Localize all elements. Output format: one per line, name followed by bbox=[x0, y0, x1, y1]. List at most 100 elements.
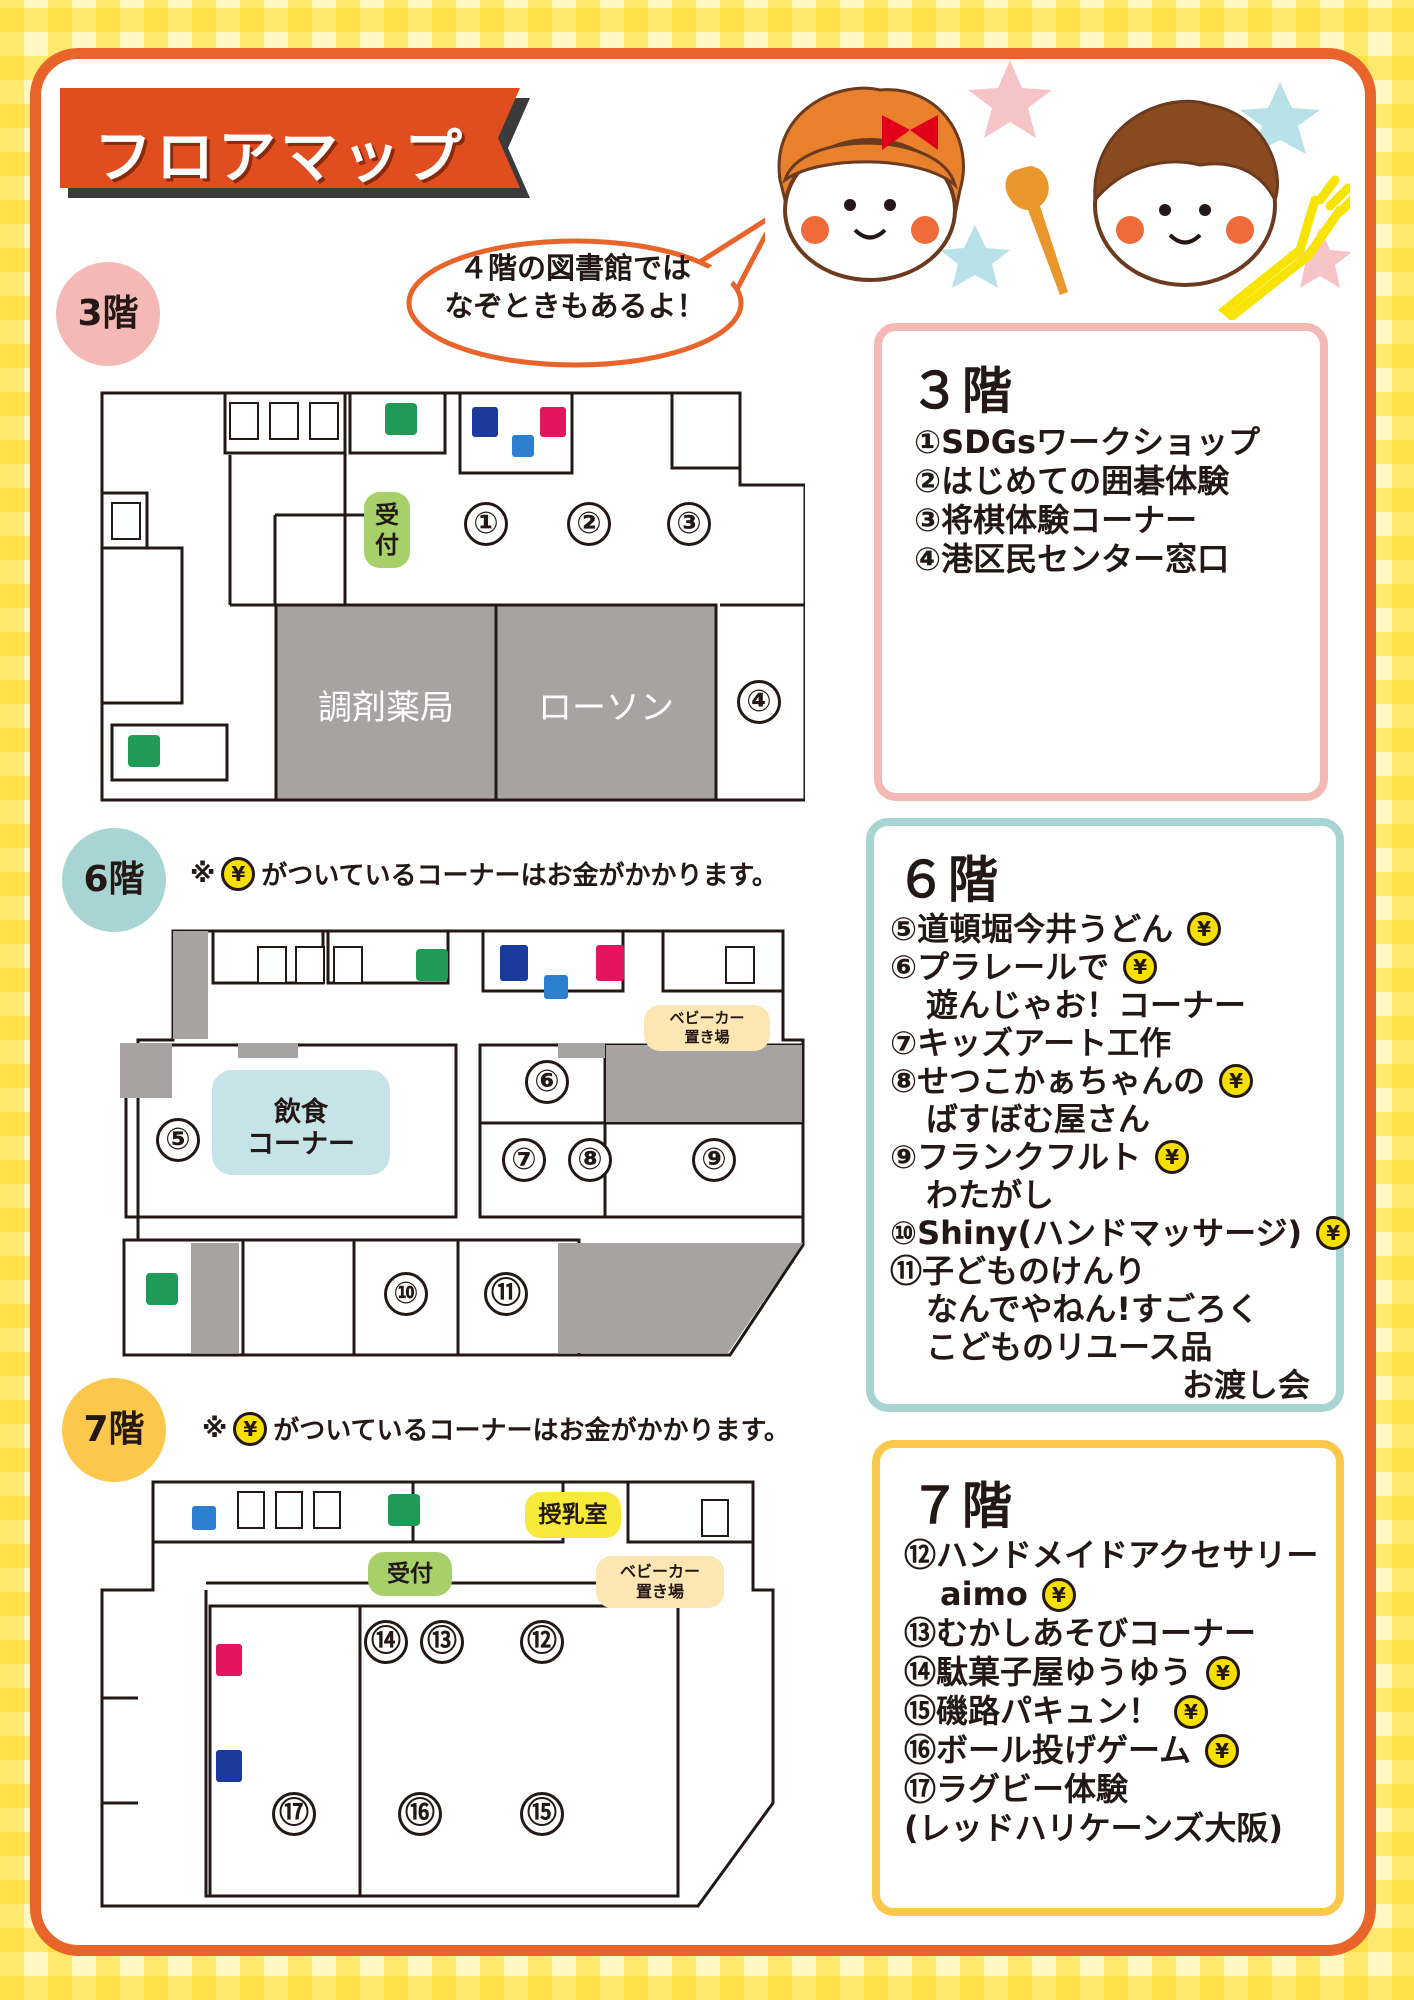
floor-6-badge: 6階 bbox=[62, 828, 166, 932]
pharmacy-label: 調剤薬局 bbox=[318, 688, 454, 728]
elevator-icon bbox=[111, 402, 339, 540]
food-corner-line-2: コーナー bbox=[247, 1129, 355, 1160]
floor-6-note: ※ ¥ がついているコーナーはお金がかかります。 bbox=[190, 855, 778, 892]
blue-star-icon-small bbox=[940, 225, 1010, 288]
list-item-text: ⑰ラグビー体験 bbox=[904, 1770, 1129, 1808]
marker-13: ⑬ bbox=[420, 1620, 464, 1664]
mens-restroom-icon bbox=[216, 1750, 242, 1782]
list-item-text: ⑪子どものけんり bbox=[890, 1252, 1147, 1290]
yen-coin-icon: ¥ bbox=[1316, 1216, 1351, 1250]
floor-7-note: ※ ¥ がついているコーナーはお金がかかります。 bbox=[202, 1410, 790, 1447]
pink-star-icon-small bbox=[1288, 228, 1350, 288]
list-item: ⑰ラグビー体験 bbox=[904, 1770, 1334, 1809]
floor-3-list: ①SDGsワークショップ ②はじめての囲碁体験 ③将棋体験コーナー ④港区民セン… bbox=[914, 423, 1260, 579]
accessible-icon bbox=[192, 1506, 216, 1530]
stairs-icon bbox=[416, 949, 448, 981]
bubble-line-2: なぞときもあるよ！ bbox=[444, 289, 706, 323]
list-item: ⑭駄菓子屋ゆうゆう¥ bbox=[904, 1653, 1334, 1692]
list-item: ⑩Shiny(ハンドマッサージ) ¥ bbox=[890, 1214, 1351, 1252]
list-item: ⑫ハンドメイドアクセサリー bbox=[904, 1536, 1334, 1575]
list-item: ②はじめての囲碁体験 bbox=[914, 462, 1230, 500]
floor-3-panel: ３階 ①SDGsワークショップ ②はじめての囲碁体験 ③将棋体験コーナー ④港区… bbox=[874, 323, 1328, 801]
lawson-block bbox=[494, 603, 718, 802]
list-item-text: ⑯ボール投げゲーム bbox=[904, 1731, 1192, 1769]
marker-14: ⑭ bbox=[364, 1620, 408, 1664]
stairs-icon-lower bbox=[146, 1273, 178, 1305]
list-item: aimo ¥ bbox=[904, 1575, 1334, 1614]
list-item: ⑨フランクフルト¥ bbox=[890, 1138, 1330, 1176]
lawson-label: ローソン bbox=[538, 688, 674, 728]
list-item-text: お渡し会 bbox=[1181, 1366, 1310, 1404]
marker-7: ⑦ bbox=[502, 1138, 546, 1182]
list-item-text: ⑫ハンドメイドアクセサリー bbox=[904, 1536, 1319, 1574]
list-item-text: aimo bbox=[940, 1575, 1028, 1613]
list-item-text: ばすぼむ屋さん bbox=[926, 1100, 1151, 1138]
yen-coin-icon: ¥ bbox=[221, 856, 256, 891]
marker-2: ② bbox=[567, 502, 611, 546]
note-text: がついているコーナーはお金がかかります。 bbox=[261, 861, 778, 891]
floor-7-badge: 7階 bbox=[62, 1378, 166, 1482]
stairs-icon-lower bbox=[128, 735, 160, 767]
list-item-text: ⑭駄菓子屋ゆうゆう bbox=[904, 1653, 1193, 1691]
bubble-text: ４階の図書館では なぞときもあるよ！ bbox=[405, 249, 745, 325]
list-item: ⑤道頓堀今井うどん¥ bbox=[890, 910, 1330, 948]
list-item-text: ⑥プラレールで bbox=[890, 948, 1110, 986]
page-title: フロアマップ bbox=[94, 123, 467, 191]
stroller-line-1: ベビーカー bbox=[669, 1009, 745, 1027]
note-prefix: ※ bbox=[202, 1413, 228, 1444]
marker-6: ⑥ bbox=[525, 1060, 569, 1104]
list-item-text: ⑬むかしあそびコーナー bbox=[904, 1614, 1257, 1652]
mens-restroom-icon bbox=[472, 407, 498, 437]
list-item: ①SDGsワークショップ bbox=[914, 423, 1261, 461]
stroller-line-1: ベビーカー bbox=[619, 1562, 700, 1581]
speech-bubble: ４階の図書館では なぞときもあるよ！ bbox=[405, 205, 765, 368]
yen-coin-icon: ¥ bbox=[1219, 1064, 1254, 1098]
list-item-text: ⑩Shiny(ハンドマッサージ) bbox=[890, 1214, 1303, 1252]
accessible-icon bbox=[512, 435, 534, 457]
yen-coin-icon: ¥ bbox=[1041, 1577, 1076, 1612]
marker-15: ⑮ bbox=[520, 1792, 564, 1836]
title-banner: フロアマップ bbox=[60, 88, 530, 206]
marker-3: ③ bbox=[667, 502, 711, 546]
panel-title: ７階 bbox=[910, 1477, 1014, 1535]
floor-3-badge: 3階 bbox=[56, 262, 160, 366]
boy-hair bbox=[1093, 99, 1279, 204]
marker-17: ⑰ bbox=[272, 1792, 316, 1836]
marker-11: ⑪ bbox=[484, 1272, 528, 1316]
marker-12: ⑫ bbox=[520, 1620, 564, 1664]
floor-3-map bbox=[100, 391, 805, 802]
list-item-text: ⑦キッズアート工作 bbox=[890, 1024, 1172, 1062]
bubble-line-1: ４階の図書館では bbox=[458, 251, 691, 285]
list-item: わたがし bbox=[890, 1176, 1330, 1214]
list-item-text: なんでやねん!すごろく bbox=[926, 1290, 1259, 1328]
banner-shape bbox=[60, 88, 530, 198]
womens-restroom-icon bbox=[540, 407, 566, 437]
list-item: ⑧せつこかぁちゃんの¥ bbox=[890, 1062, 1330, 1100]
stroller-line-2: 置き場 bbox=[635, 1582, 684, 1601]
marker-9: ⑨ bbox=[692, 1138, 736, 1182]
yen-coin-icon: ¥ bbox=[1155, 1140, 1190, 1174]
floor-6-stroller-parking: ベビーカー 置き場 bbox=[644, 1005, 770, 1051]
floor-7-map bbox=[100, 1480, 775, 1908]
floor-6-map bbox=[120, 929, 805, 1357]
womens-restroom-icon bbox=[596, 945, 624, 981]
stairs-icon bbox=[385, 403, 417, 435]
list-item-text: ⑤道頓堀今井うどん bbox=[890, 910, 1174, 948]
spoon-icon bbox=[1005, 166, 1068, 295]
panel-title: ３階 bbox=[910, 362, 1014, 420]
pink-star-icon bbox=[968, 60, 1052, 138]
food-corner-label: 飲食 コーナー bbox=[212, 1097, 390, 1161]
nursing-room: 授乳室 bbox=[525, 1492, 621, 1538]
marker-5: ⑤ bbox=[156, 1118, 200, 1162]
list-item: ④港区民センター窓口 bbox=[914, 540, 1230, 578]
list-item-text: (レッドハリケーンズ大阪) bbox=[904, 1809, 1284, 1847]
list-item-text: こどものリユース品 bbox=[926, 1328, 1213, 1366]
list-item-text: ⑮磯路パキュン！ bbox=[904, 1692, 1161, 1730]
list-item: 遊んじゃお！コーナー bbox=[890, 986, 1330, 1024]
kids-illustration bbox=[777, 60, 1350, 320]
list-item: ⑮磯路パキュン！¥ bbox=[904, 1692, 1334, 1731]
floor-7-stroller-parking: ベビーカー 置き場 bbox=[596, 1556, 724, 1608]
